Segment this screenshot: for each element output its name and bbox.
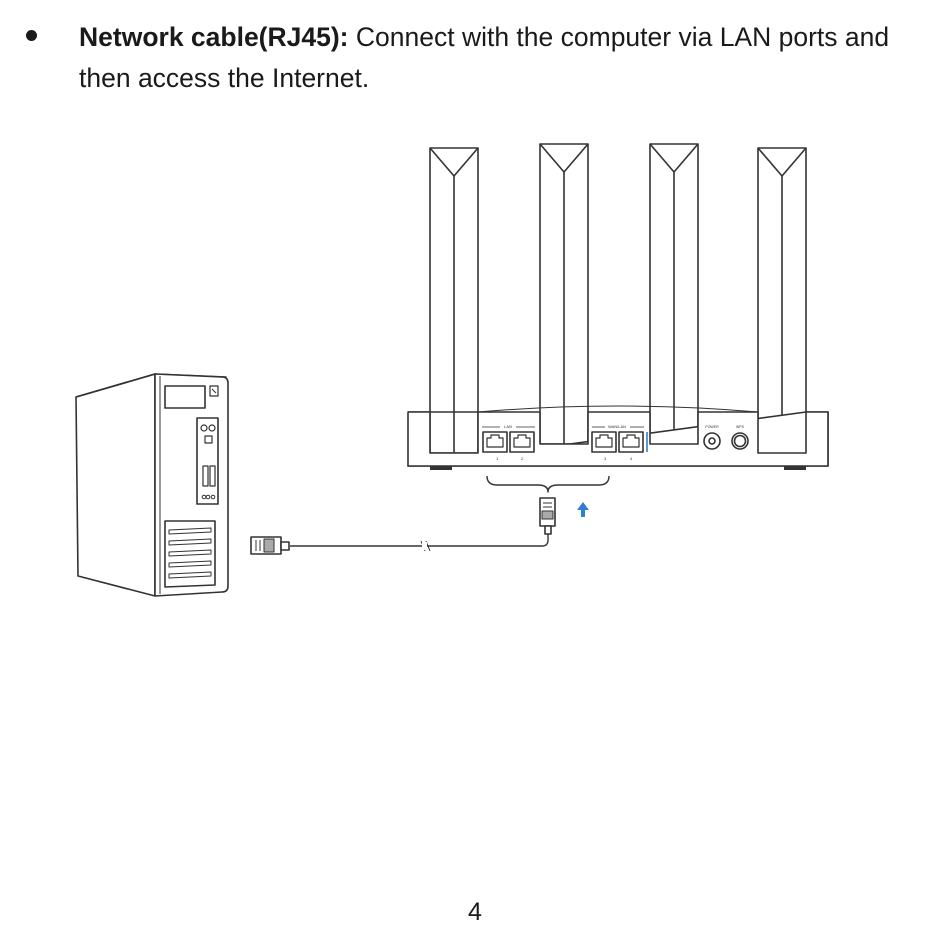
bullet-term: Network cable(RJ45): xyxy=(79,22,349,52)
power-label: POWER xyxy=(705,425,719,429)
optical-drive xyxy=(164,385,206,409)
desktop-computer xyxy=(75,373,229,597)
bullet-paragraph: Network cable(RJ45): Connect with the co… xyxy=(79,17,919,99)
lan-label: LAN xyxy=(504,424,512,429)
router-antenna-2 xyxy=(539,143,589,445)
port-number-2: 2 xyxy=(521,456,524,461)
lan-port-3[interactable] xyxy=(591,431,617,453)
port-number-4: 4 xyxy=(630,456,633,461)
wan-lan-label: WAN/LAN xyxy=(608,424,626,429)
router-antenna-1 xyxy=(429,147,479,454)
router-antenna-4 xyxy=(757,147,807,454)
wan-lan-port[interactable] xyxy=(618,431,644,453)
network-cable xyxy=(290,534,549,547)
front-io-panel xyxy=(196,417,219,505)
router: LAN WAN/LAN 1 2 3 4 POWER xyxy=(407,143,829,470)
wps-label: WPS xyxy=(736,425,745,429)
lan-port-1[interactable] xyxy=(482,431,508,453)
bullet-dot xyxy=(26,30,37,41)
power-jack[interactable] xyxy=(703,432,721,450)
lan-port-2[interactable] xyxy=(509,431,535,453)
insert-direction-arrow xyxy=(577,502,589,517)
page-number: 4 xyxy=(468,898,482,926)
router-antenna-3 xyxy=(649,143,699,445)
connection-illustration: LAN WAN/LAN 1 2 3 4 POWER xyxy=(75,143,829,597)
lan-ports-brace xyxy=(486,475,610,493)
wps-button[interactable] xyxy=(731,432,749,450)
bullet-description: Connect with the computer via LAN ports … xyxy=(79,22,890,93)
port-number-1: 1 xyxy=(496,456,499,461)
rj45-plug-computer-end xyxy=(250,536,290,555)
front-vent xyxy=(164,520,216,588)
port-number-3: 3 xyxy=(604,456,607,461)
rj45-plug-router-end xyxy=(539,497,556,535)
